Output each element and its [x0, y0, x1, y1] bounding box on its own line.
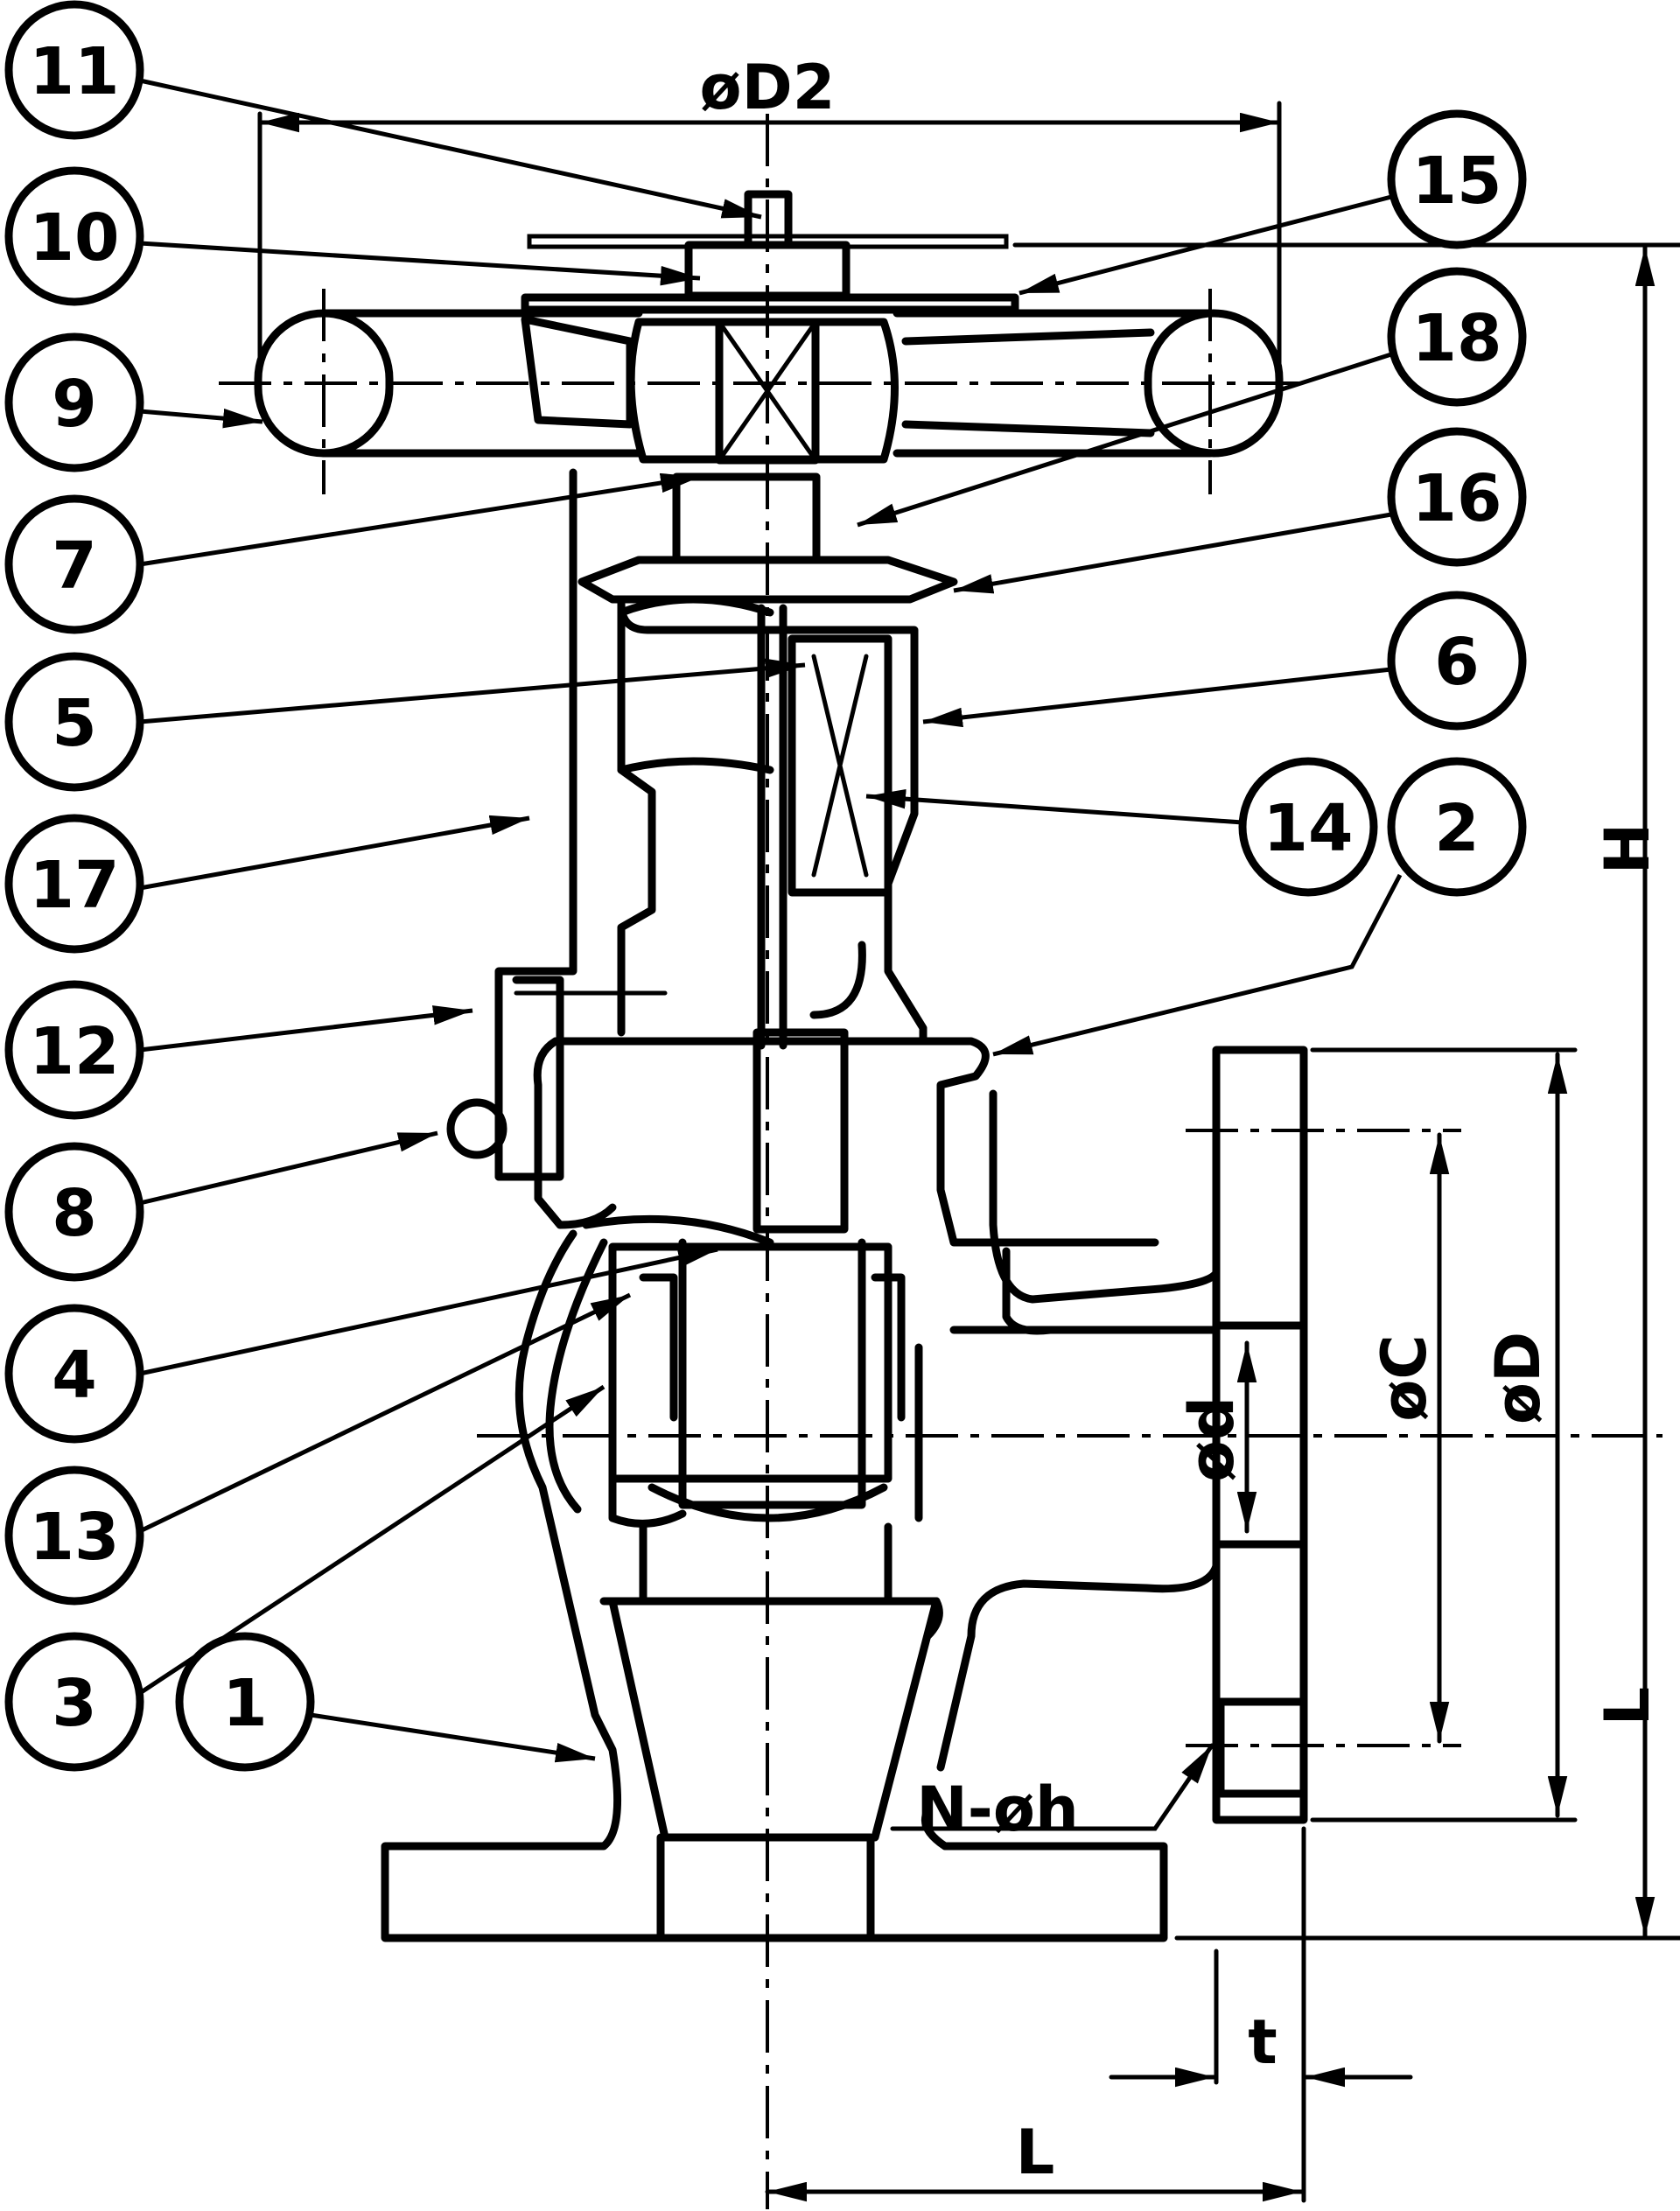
svg-text:12: 12	[30, 1014, 120, 1089]
svg-text:8: 8	[52, 1176, 97, 1251]
balloon-18: 18	[1387, 267, 1527, 407]
balloon-1: 1	[175, 1632, 315, 1772]
balloon-12: 12	[4, 980, 144, 1120]
dim-bolt-circle-diameter: øC	[1368, 1334, 1440, 1421]
svg-text:4: 4	[52, 1338, 97, 1413]
svg-text:3: 3	[52, 1666, 97, 1741]
svg-text:2: 2	[1434, 791, 1480, 866]
svg-text:9: 9	[52, 367, 97, 442]
valve-body	[381, 1046, 1308, 1942]
dim-flange-thickness: t	[1248, 2006, 1277, 2078]
svg-text:18: 18	[1412, 301, 1502, 376]
balloon-17: 17	[4, 814, 144, 954]
svg-text:17: 17	[30, 848, 120, 923]
balloon-6: 6	[1387, 591, 1527, 731]
dim-bore-diameter: ød	[1176, 1396, 1248, 1482]
dim-height: H	[1592, 823, 1663, 875]
svg-text:13: 13	[30, 1500, 120, 1575]
dim-length-horizontal: L	[1016, 2117, 1055, 2188]
svg-text:7: 7	[52, 528, 97, 604]
balloon-15: 15	[1387, 109, 1527, 249]
balloon-3: 3	[4, 1632, 144, 1772]
balloon-16: 16	[1387, 427, 1527, 567]
leaders	[138, 78, 1403, 1763]
balloon-9: 9	[4, 332, 144, 472]
svg-text:14: 14	[1264, 791, 1354, 866]
svg-text:15: 15	[1412, 143, 1502, 219]
balloon-11: 11	[4, 0, 144, 140]
dim-bolt-holes: N-øh	[916, 1774, 1079, 1845]
dim-length-vertical: L	[1592, 1687, 1663, 1726]
svg-text:5: 5	[52, 686, 97, 761]
svg-text:1: 1	[222, 1666, 268, 1741]
balloon-14: 14	[1238, 757, 1378, 897]
balloon-10: 10	[4, 166, 144, 306]
dimension-labels: øD2 H L L t ød øC øD N-øh	[700, 52, 1663, 2188]
svg-text:10: 10	[30, 200, 120, 276]
balloon-13: 13	[4, 1466, 144, 1606]
dim-handwheel-diameter: øD2	[700, 52, 836, 123]
dimension-lines	[257, 101, 1680, 2203]
svg-text:6: 6	[1434, 625, 1480, 700]
balloon-8: 8	[4, 1142, 144, 1282]
dim-flange-diameter: øD	[1482, 1332, 1554, 1424]
svg-text:16: 16	[1412, 461, 1502, 536]
balloon-4: 4	[4, 1304, 144, 1444]
balloon-7: 7	[4, 494, 144, 634]
bonnet	[446, 468, 1159, 1247]
balloon-5: 5	[4, 652, 144, 792]
balloon-2: 2	[1387, 757, 1527, 897]
svg-text:11: 11	[30, 34, 120, 109]
